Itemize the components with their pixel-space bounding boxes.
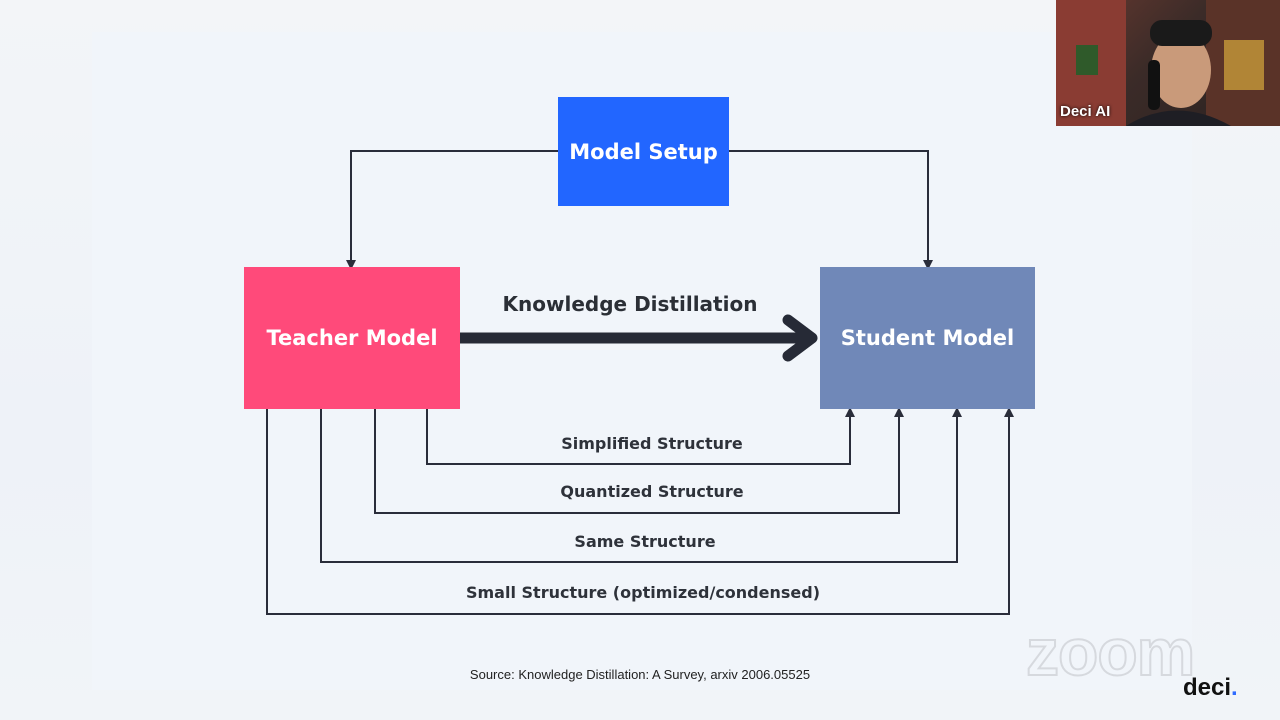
quantized-structure-label: Quantized Structure [560,482,744,501]
setup-to-student-arrow [729,150,933,270]
webcam-scene [1056,0,1280,126]
student-model-label: Student Model [840,326,1015,350]
teacher-model-box: Teacher Model [244,267,460,409]
deci-logo: deci. [1183,674,1238,702]
zoom-watermark-logo: zoom [1025,614,1196,690]
knowledge-distillation-arrowhead [782,314,818,362]
same-structure-label: Same Structure [574,532,716,551]
model-setup-box: Model Setup [558,97,729,206]
small-structure-path [266,407,1014,615]
simplified-structure-path [426,407,855,465]
knowledge-distillation-label: Knowledge Distillation [502,292,758,316]
webcam-participant-name: Deci AI [1060,103,1111,120]
webcam-video: Deci AI [1056,0,1280,126]
source-citation: Source: Knowledge Distillation: A Survey… [469,667,811,682]
setup-to-teacher-arrow [346,150,558,270]
same-structure-path [320,407,962,563]
deci-logo-dot: . [1231,674,1238,701]
small-structure-label: Small Structure (optimized/condensed) [465,583,821,602]
deci-logo-text: deci [1183,674,1232,701]
quantized-structure-path [374,407,904,514]
teacher-model-label: Teacher Model [266,326,438,350]
model-setup-label: Model Setup [569,139,718,164]
simplified-structure-label: Simplified Structure [561,434,743,453]
student-model-box: Student Model [820,267,1035,409]
